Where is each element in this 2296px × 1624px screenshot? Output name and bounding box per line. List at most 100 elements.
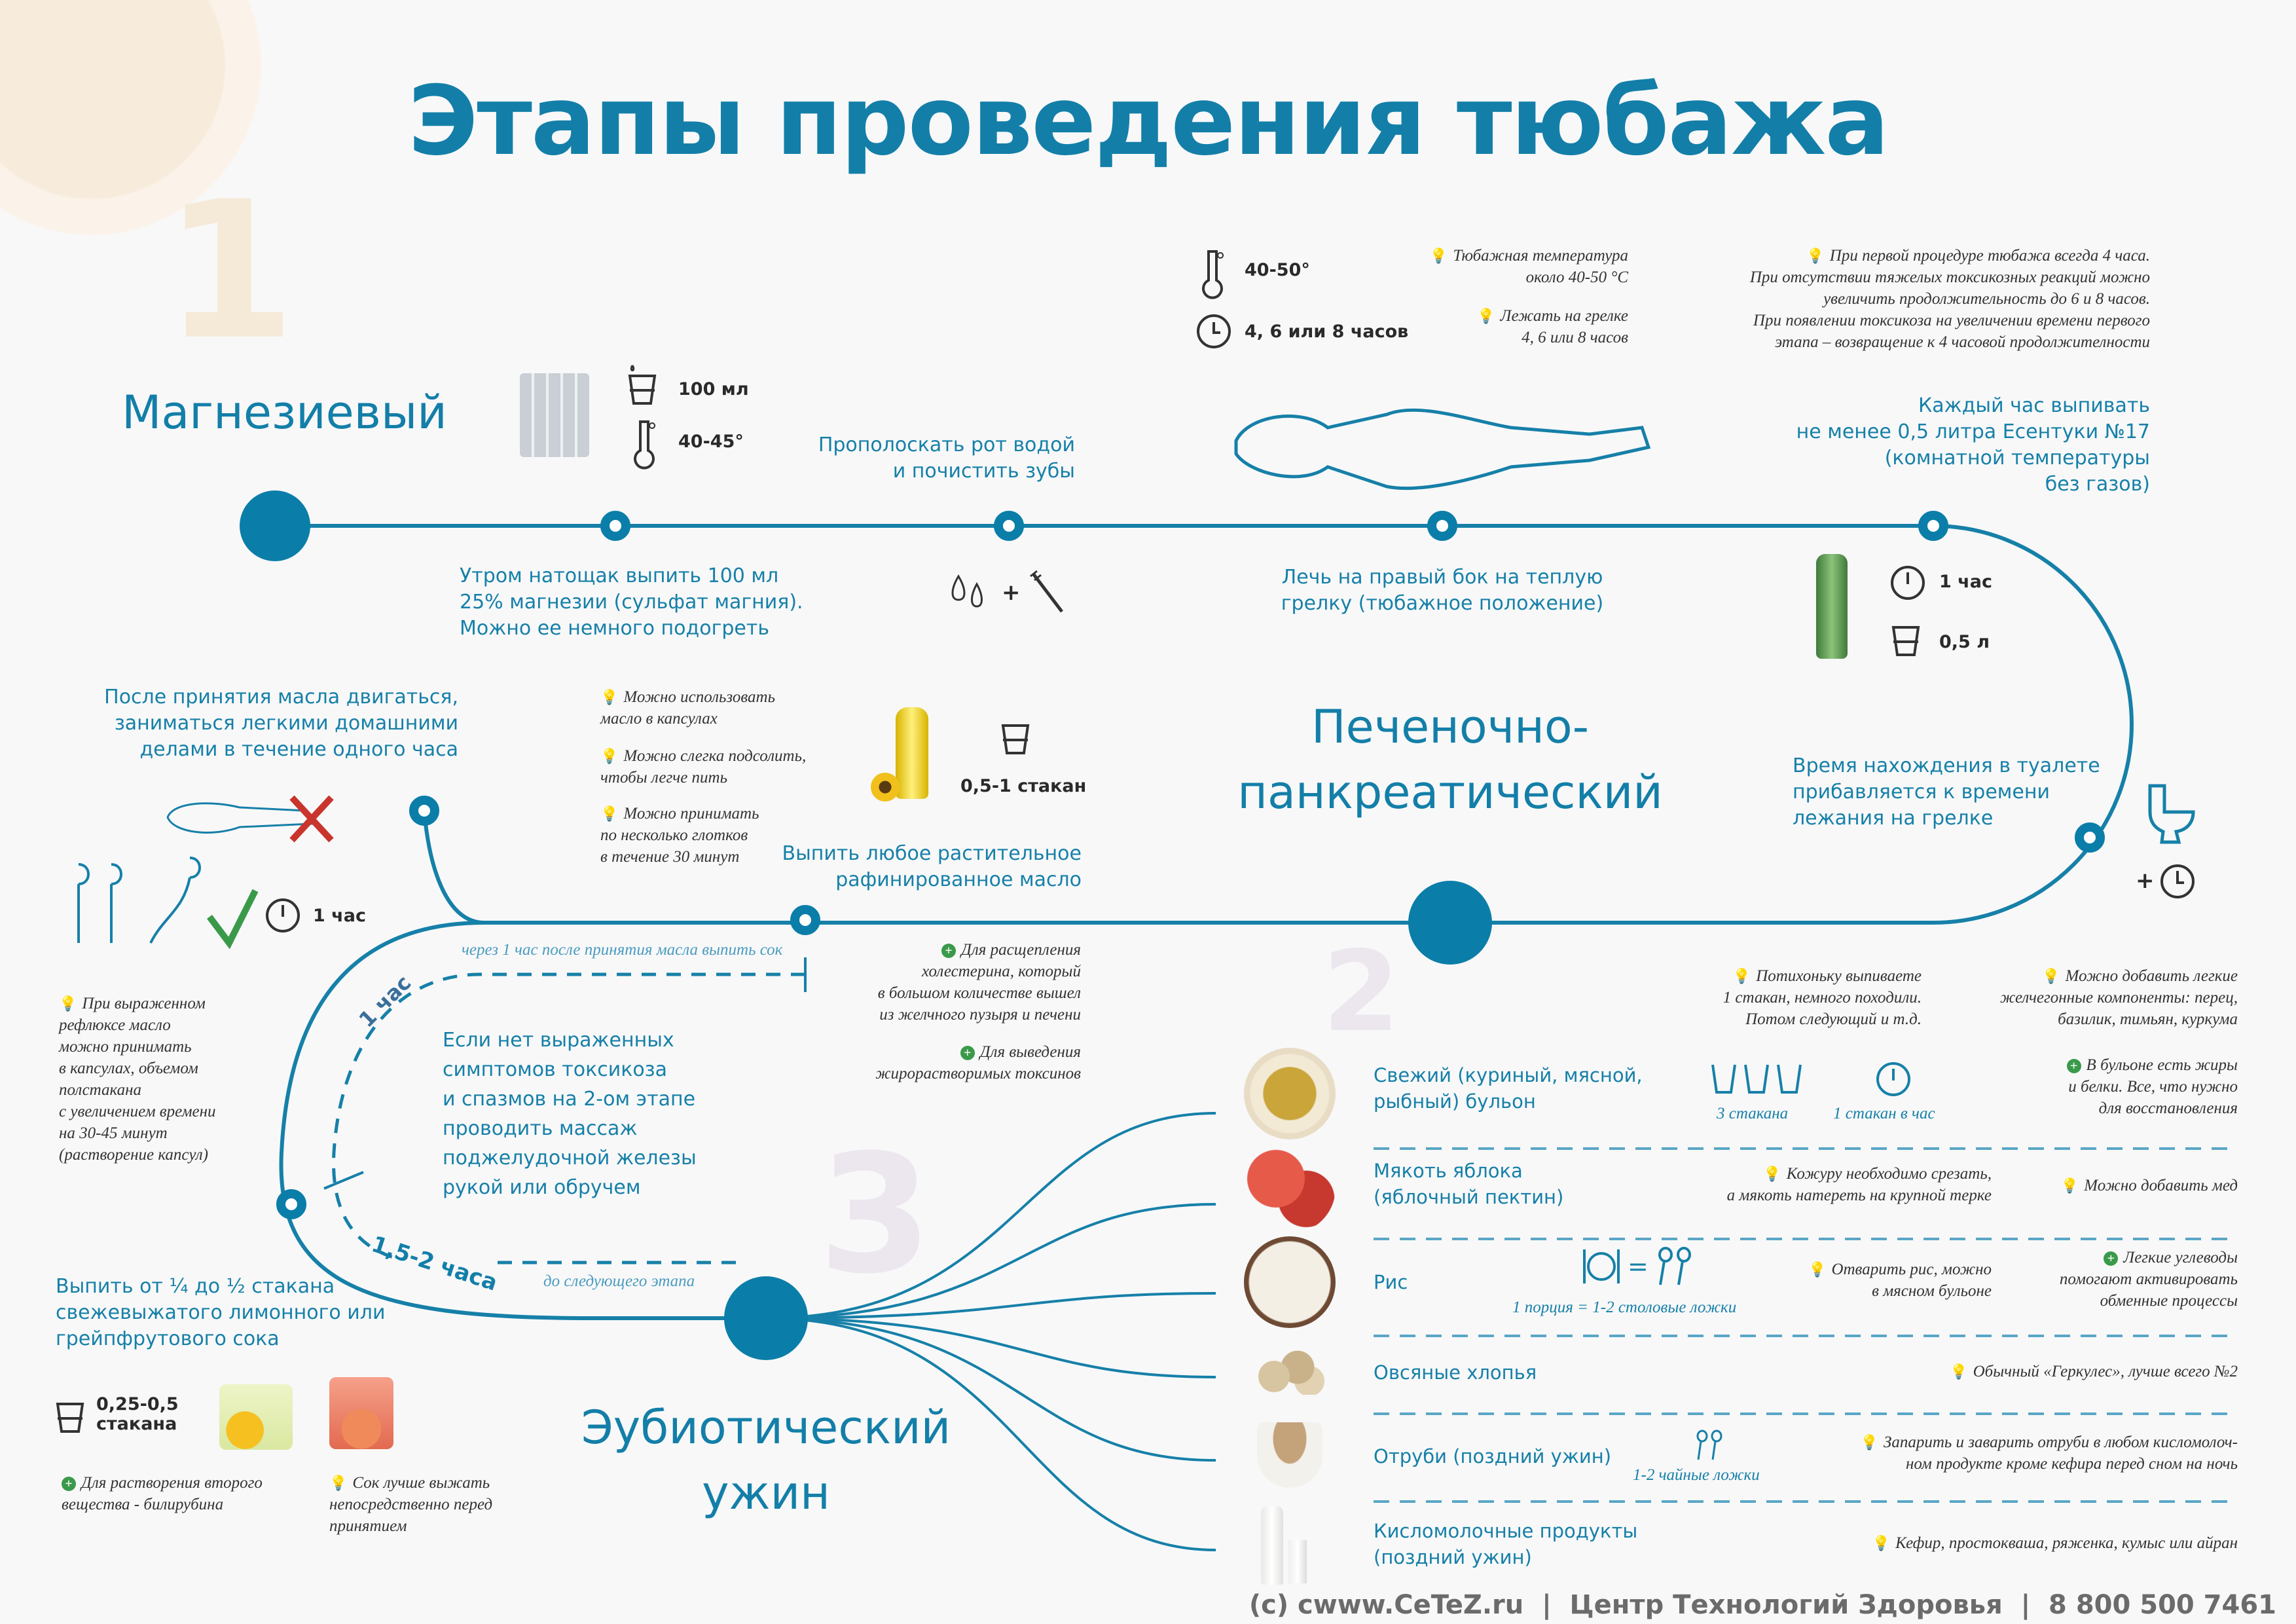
teaspoons-icon: [1696, 1430, 1722, 1460]
plus-icon: +: [62, 1477, 76, 1491]
massage-advice: Если нет выраженных симптомов токсикоза …: [443, 1029, 697, 1199]
step-drink-magnesia: Утром натощак выпить 100 мл 25% магнезии…: [460, 564, 803, 640]
bulb-icon: 💡: [1429, 248, 1448, 264]
apple-note: 💡Можно добавить мед: [2060, 1177, 2238, 1194]
lemon-juice-image: [219, 1384, 293, 1450]
juice-volume: 0,25-0,5 стакана: [96, 1394, 179, 1434]
oats-note: 💡Обычный «Геркулес», лучше всего №2: [1950, 1363, 2238, 1380]
bulb-icon: 💡: [1477, 308, 1495, 324]
stage-3-title: Эубиотический ужин: [581, 1401, 951, 1520]
rice-portion-label: 1 порция = 1-2 столовые ложки: [1512, 1299, 1737, 1316]
benefit-cholesterol: +Для расщепления холестерина, который в …: [877, 941, 1081, 1024]
plus-icon: +: [2104, 1251, 2119, 1266]
food-name-broth: Свежий (куриный, мясной, рыбный) бульон: [1374, 1064, 1643, 1113]
juice-note-bilirubin: +Для растворения второго вещества - били…: [62, 1474, 263, 1513]
apple-tip: 💡Кожуру необходимо срезать, а мякоть нат…: [1726, 1165, 1992, 1204]
bran-image: [1257, 1422, 1322, 1488]
magnesia-ampoules-image: [520, 373, 589, 457]
step-lie-right-side: Лечь на правый бок на теплую грелку (тюб…: [1281, 566, 1604, 615]
stage-node-2: [1408, 881, 1492, 965]
oil-bottle-image: [896, 707, 928, 799]
step-drink-juice: Выпить от ¼ до ½ стакана свежевыжатого л…: [56, 1275, 386, 1350]
bulb-icon: 💡: [600, 689, 619, 705]
bulb-icon: 💡: [600, 748, 619, 764]
juice-timing-note: через 1 час после принятия масла выпить …: [462, 941, 783, 959]
toilet-icon: [2148, 784, 2195, 844]
milk-glass-image: [1288, 1540, 1307, 1583]
clock-icon: [1891, 566, 1925, 600]
portion-equals: =: [1628, 1252, 1649, 1281]
clock-icon: [266, 898, 300, 932]
step-move-after-oil: После принятия масла двигаться, занимать…: [104, 686, 458, 761]
interval-next-stage-note: до следующего этапа: [543, 1272, 695, 1290]
rice-tip: 💡Отварить рис, можно в мясном бульоне: [1808, 1261, 1992, 1300]
oil-volume: 0,5-1 стакан: [960, 776, 1087, 796]
note-first-procedure: 💡При первой процедуре тюбажа всегда 4 ча…: [1749, 247, 2150, 351]
row-separators: [1374, 1147, 2238, 1503]
thermometer-icon: [634, 420, 656, 470]
move-duration: 1 час: [313, 906, 366, 926]
glass-icon: [1001, 724, 1030, 754]
bulb-icon: 💡: [1732, 968, 1751, 984]
food-name-bran: Отруби (поздний ужин): [1374, 1445, 1612, 1467]
apple-image: [1244, 1142, 1336, 1234]
bulb-icon: 💡: [1808, 1261, 1827, 1278]
bulb-icon: 💡: [1806, 248, 1825, 264]
bulb-icon: 💡: [1763, 1166, 1781, 1182]
heating-pad-temperature: 40-50°: [1245, 260, 1310, 280]
timeline-nodes: [240, 490, 1492, 1360]
timeline-path: [275, 524, 2134, 1320]
oil-note-salt: 💡Можно слегка подсолить, чтобы легче пит…: [600, 747, 807, 786]
interval-dashes: [332, 972, 805, 1264]
stage-number-3: 3: [818, 1119, 932, 1310]
food-fan: [765, 1112, 1216, 1551]
bulb-icon: 💡: [59, 995, 77, 1012]
lying-person-forbidden-illustration: [166, 795, 334, 843]
stage-number-2: 2: [1322, 927, 1400, 1057]
toilet-plus: +: [2136, 868, 2155, 894]
glass-icon: [56, 1403, 84, 1433]
timeline-branch: [422, 810, 485, 925]
clock-icon: [1197, 314, 1231, 348]
housework-allowed-illustration: [77, 857, 259, 950]
bran-note: 💡Запарить и заварить отруби в любом кисл…: [1860, 1433, 2238, 1473]
bulb-icon: 💡: [1872, 1535, 1891, 1551]
drops-icon: [951, 574, 983, 608]
broth-rate-label: 1 стакан в час: [1833, 1105, 1935, 1122]
stage-node-3: [724, 1276, 808, 1360]
benefit-toxins: +Для выведения жирорастворимых токсинов: [875, 1043, 1081, 1082]
plate-icon: [1583, 1249, 1620, 1283]
bulb-icon: 💡: [600, 805, 619, 822]
rice-image: [1244, 1236, 1336, 1328]
plus-icon: +: [960, 1046, 975, 1060]
step-toilet-time: Время нахождения в туалете прибавляется …: [1793, 754, 2100, 830]
page-title: Этапы проведения тюбажа: [408, 65, 1889, 177]
bulb-icon: 💡: [1950, 1363, 1968, 1380]
bulb-icon: 💡: [2060, 1177, 2079, 1194]
step-rinse-mouth: Прополоскать рот водой и почистить зубы: [818, 434, 1075, 483]
broth-note-spices: 💡Можно добавить легкие желчегонные компо…: [2000, 967, 2238, 1028]
step-nodes: [276, 511, 2105, 1219]
food-name-dairy: Кисломолочные продукты (поздний ужин): [1374, 1520, 1638, 1568]
broth-glasses-label: 3 стакана: [1717, 1105, 1789, 1122]
dairy-image: [1261, 1506, 1283, 1585]
juice-note-fresh: 💡Сок лучше выжать непосредственно перед …: [329, 1474, 493, 1535]
oil-note-sips: 💡Можно принимать по несколько глотков в …: [600, 805, 759, 866]
lying-man-illustration: [1234, 408, 1651, 490]
oil-note-capsules: 💡Можно использовать масло в капсулах: [600, 688, 775, 728]
magnesia-volume: 100 мл: [678, 379, 749, 399]
step-drink-water: Каждый час выпивать не менее 0,5 литра Е…: [1796, 394, 2150, 496]
clock-icon: [2160, 864, 2195, 898]
bulb-icon: 💡: [329, 1475, 348, 1491]
reflux-note: 💡При выраженном рефлюксе масло можно при…: [59, 995, 216, 1164]
step-drink-oil: Выпить любое растительное рафинированное…: [782, 842, 1082, 891]
rice-note: +Легкие углеводы помогают активировать о…: [2059, 1249, 2238, 1310]
tablespoons-icon: [1658, 1247, 1691, 1285]
water-volume: 0,5 л: [1939, 632, 1990, 652]
stage-number-1: 1: [164, 161, 296, 382]
sunflower-image: [871, 773, 900, 802]
food-name-oats: Овсяные хлопья: [1374, 1361, 1537, 1384]
grapefruit-juice-image: [329, 1377, 393, 1449]
heating-pad-duration: 4, 6 или 8 часов: [1245, 322, 1409, 342]
